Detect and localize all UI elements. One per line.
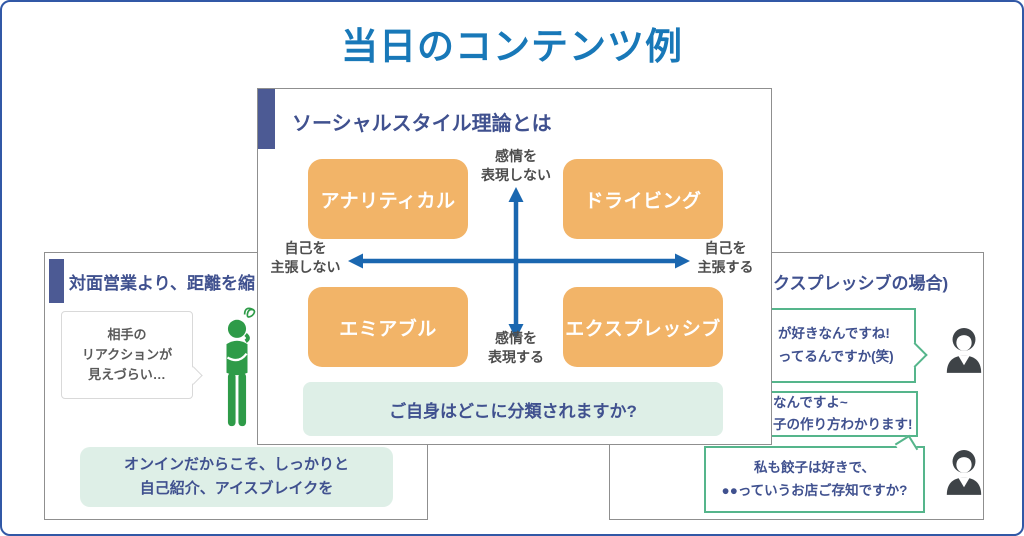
left-card-accent-bar <box>49 259 64 303</box>
confused-person-icon <box>216 303 258 436</box>
chat-line: 子の作り方わかります! <box>773 417 913 432</box>
axis-line: 自己を <box>284 240 327 256</box>
chat-bubble-tail <box>894 434 919 459</box>
left-card-header: 対面営業より、距離を縮 <box>69 274 255 293</box>
left-card-note: オンインだからこそ、しっかりと 自己紹介、アイスブレイクを <box>80 447 393 507</box>
note-line: 自己紹介、アイスブレイクを <box>139 480 334 497</box>
axis-label-right: 自己を 主張する <box>683 239 768 277</box>
quadrant-analytical: アナリティカル <box>308 159 468 239</box>
center-card-accent-bar <box>258 89 275 149</box>
axis-label-top: 感情を 表現しない <box>476 147 556 185</box>
axis-label-left: 自己を 主張しない <box>263 239 348 277</box>
axis-line: 自己を <box>704 240 747 256</box>
axis-line: 表現する <box>488 348 544 365</box>
quadrant-expressive: エクスプレッシブ <box>563 287 723 367</box>
axis-line: 感情を <box>495 330 537 346</box>
axis-line: 主張する <box>697 258 754 275</box>
quadrant-driving: ドライビング <box>563 159 723 239</box>
chat-line: ●●っていうお店ご存知ですか? <box>721 482 908 498</box>
center-card-header: ソーシャルスタイル理論とは <box>292 113 552 135</box>
chat-line: なんですよ~ <box>773 394 848 410</box>
right-card-header: クスプレッシブの場合) <box>773 274 949 293</box>
axis-line: 表現しない <box>481 166 551 183</box>
classification-question: ご自身はどこに分類されますか? <box>303 382 723 436</box>
center-slide-card: ソーシャルスタイル理論とは アナリティカル ドライビング エミアブル エクスプレ… <box>257 88 772 445</box>
slide-title: 当日のコンテンツ例 <box>341 26 683 67</box>
thought-line: 相手の <box>107 326 147 342</box>
thought-bubble-tail <box>184 366 203 385</box>
axis-line: 感情を <box>495 148 537 164</box>
chat-line: ってるんですか(笑) <box>778 348 894 364</box>
axes-arrows <box>348 187 690 339</box>
axis-line: 主張しない <box>270 258 341 275</box>
businessperson-icon <box>943 447 985 500</box>
axis-label-bottom: 感情を 表現する <box>476 329 556 367</box>
note-line: オンインだからこそ、しっかりと <box>123 456 349 473</box>
chat-line: が好きなんですね! <box>778 326 890 342</box>
chat-line: 私も餃子は好きで、 <box>754 460 875 476</box>
quadrant-amiable: エミアブル <box>308 287 468 367</box>
thought-line: リアクションが <box>81 346 173 362</box>
chat-bubble-3: 私も餃子は好きで、 ●●っていうお店ご存知ですか? <box>704 434 925 513</box>
businessperson-icon <box>943 325 985 378</box>
thought-bubble: 相手の リアクションが 見えづらい… <box>61 311 203 399</box>
thought-line: 見えづらい… <box>88 367 166 383</box>
